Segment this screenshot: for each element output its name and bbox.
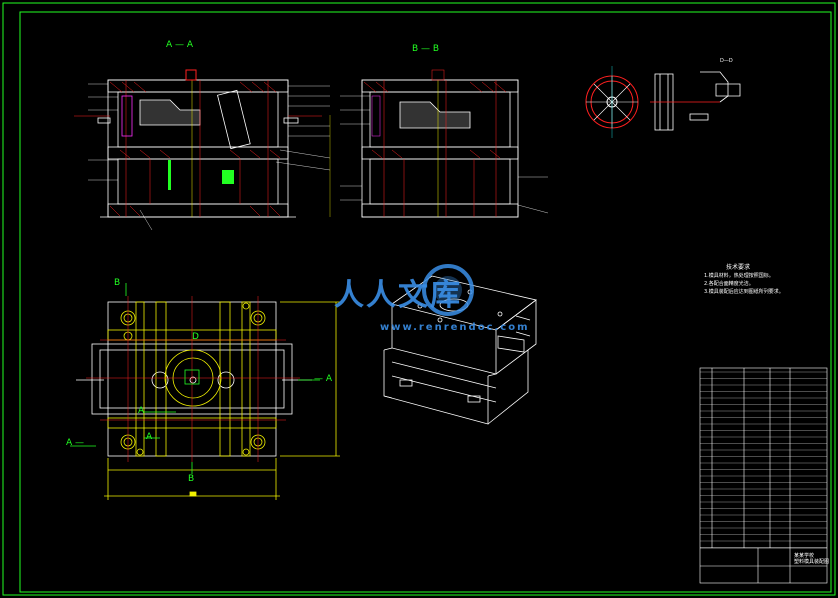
plan-inner-d: D	[192, 332, 199, 342]
section-bb-hatching	[363, 69, 507, 217]
circular-part-side-view	[650, 71, 741, 131]
section-aa-inserts	[121, 69, 234, 190]
watermark-url: www.renrendoc.com	[380, 322, 530, 333]
section-view-bb	[361, 79, 519, 218]
plan-marker-a-right: — A	[314, 374, 333, 384]
section-bb-label: B — B	[412, 44, 440, 54]
title-block	[699, 367, 828, 584]
section-bb-leaders	[340, 95, 549, 214]
tech-requirement-3: 3.模具装配后应达到图纸所列要求。	[704, 289, 784, 295]
plan-inner-a2: A	[146, 432, 153, 442]
inner-frame	[19, 11, 832, 593]
bom-rows	[700, 371, 827, 548]
tech-requirements-title: 技术要求	[726, 264, 751, 271]
plan-marker-a-left: A —	[66, 438, 85, 448]
plan-view-centerlines	[86, 296, 300, 462]
plan-view-green-details	[70, 283, 320, 474]
plan-marker-b-bottom: B	[188, 474, 195, 484]
tech-requirement-2: 2.各配合面精度光洁。	[704, 281, 754, 287]
plan-view-outline	[76, 301, 312, 457]
isometric-view	[383, 275, 537, 425]
circular-part-view	[585, 66, 639, 138]
section-aa-leaders	[88, 83, 331, 231]
title-block-drawing-name: 塑料模具装配图	[794, 559, 830, 565]
watermark-text: 人人文库	[334, 278, 462, 313]
detail-label: D—D	[720, 58, 733, 64]
plan-view-cavity	[104, 301, 340, 500]
section-aa-label: A — A	[166, 40, 194, 50]
plan-marker-b-top: B	[114, 278, 121, 288]
section-aa-hatching	[74, 80, 322, 217]
tech-requirement-1: 1.模具材料，热处理按照国标。	[704, 273, 774, 279]
plan-inner-a1: A	[138, 406, 145, 416]
title-block-company: 某某学校	[794, 553, 815, 559]
